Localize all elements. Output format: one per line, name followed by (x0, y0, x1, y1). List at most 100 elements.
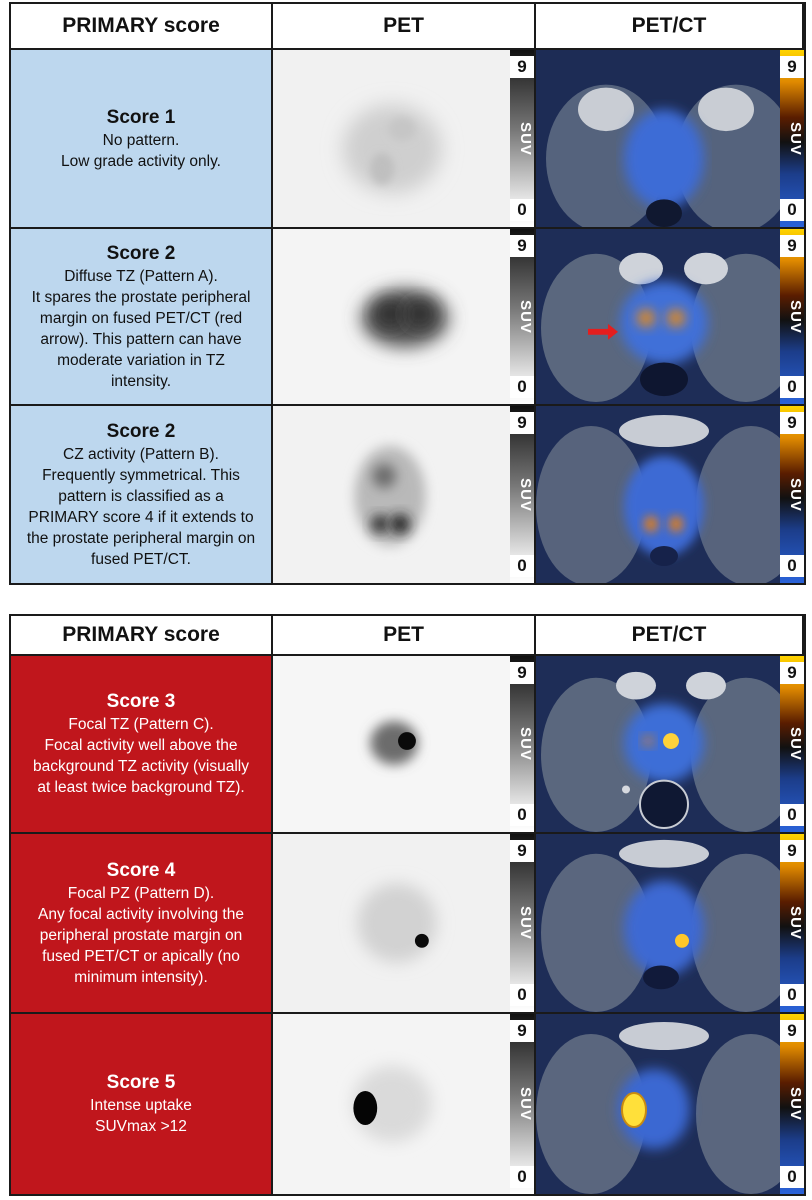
score-line: Focal TZ (Pattern C). (68, 716, 214, 733)
score-line: Intense uptake (90, 1097, 192, 1114)
score-title: Score 2 (106, 242, 176, 264)
petct-image-score-4: 9 SUV 0 (536, 834, 804, 1014)
suv-scale-color: 9 SUV 0 (780, 656, 804, 832)
pet-scan-figure (273, 50, 534, 227)
score-4-description: Score 4 Focal PZ (Pattern D). Any focal … (11, 834, 273, 1014)
score-3-description: Score 3 Focal TZ (Pattern C). Focal acti… (11, 656, 273, 834)
scale-max-label: 9 (780, 840, 804, 862)
suv-scale-color: 9 SUV 0 (780, 229, 804, 404)
scale-max-label: 9 (780, 412, 804, 434)
score-title: Score 1 (106, 106, 176, 128)
scale-min-label: 0 (780, 555, 804, 577)
score-line: minimum intensity). (74, 968, 208, 986)
suv-scale-gray: 9 SUV 0 (510, 656, 534, 832)
score-line: No pattern. (102, 131, 180, 149)
petct-scan-figure (536, 834, 804, 1012)
suv-scale-gray: 9 SUV 0 (510, 834, 534, 1012)
petct-image-score-2a: 9 SUV 0 (536, 229, 804, 406)
suspicious-score-table: PRIMARY score PET PET/CT Score 3 Focal T… (9, 614, 806, 1196)
scale-max-label: 9 (510, 412, 534, 434)
scale-max-label: 9 (780, 662, 804, 684)
score-line: intensity. (110, 372, 172, 390)
scale-max-label: 9 (780, 1020, 804, 1042)
score-line: PRIMARY score 4 if it extends to (28, 508, 254, 526)
pet-image-score-1: 9 SUV 0 (273, 50, 536, 229)
pet-scan-figure (273, 229, 534, 404)
score-line: pattern is classified as a (58, 487, 224, 505)
pet-image-score-2b: 9 SUV 0 (273, 406, 536, 583)
scale-min-label: 0 (780, 199, 804, 221)
scale-max-label: 9 (780, 56, 804, 78)
score-line: fused PET/CT or apically (no (42, 947, 240, 965)
red-arrow-icon (588, 323, 618, 340)
scale-max-label: 9 (780, 235, 804, 257)
score-line: Focal activity well above the (44, 737, 238, 754)
scale-unit-label: SUV (787, 299, 804, 334)
score-1-description: Score 1 No pattern. Low grade activity o… (11, 50, 273, 229)
petct-scan-figure (536, 656, 804, 832)
score-line: Focal PZ (Pattern D). (67, 884, 215, 902)
pet-image-score-5: 9 SUV 0 (273, 1014, 536, 1194)
scale-min-label: 0 (780, 804, 804, 826)
petct-scan-figure (536, 1014, 804, 1194)
score-5-description: Score 5 Intense uptake SUVmax >12 (11, 1014, 273, 1194)
score-title: Score 3 (106, 691, 176, 712)
score-line: SUVmax >12 (95, 1118, 187, 1135)
pet-scan-figure (273, 1014, 534, 1194)
scale-unit-label: SUV (517, 1087, 534, 1121)
suv-scale-gray: 9 SUV 0 (510, 229, 534, 404)
score-line: the prostate peripheral margin on (26, 529, 256, 547)
scale-min-label: 0 (510, 376, 534, 398)
score-title: Score 4 (106, 859, 176, 881)
scale-min-label: 0 (510, 804, 534, 826)
score-line: CZ activity (Pattern B). (63, 445, 219, 463)
scale-max-label: 9 (510, 1020, 534, 1042)
score-line: fused PET/CT. (91, 550, 191, 568)
scale-unit-label: SUV (517, 906, 534, 940)
scale-unit-label: SUV (787, 121, 804, 156)
suv-scale-gray: 9 SUV 0 (510, 1014, 534, 1194)
score-2b-description: Score 2 CZ activity (Pattern B). Frequen… (11, 406, 273, 583)
score-title: Score 2 (106, 420, 176, 442)
suv-scale-color: 9 SUV 0 (780, 1014, 804, 1194)
score-line: peripheral prostate margin on (39, 926, 243, 944)
scale-min-label: 0 (510, 1166, 534, 1188)
scale-unit-label: SUV (517, 727, 534, 761)
scale-max-label: 9 (510, 840, 534, 862)
petct-image-score-3: 9 SUV 0 (536, 656, 804, 834)
suv-scale-gray: 9 SUV 0 (510, 50, 534, 227)
scale-unit-label: SUV (517, 121, 534, 156)
suv-scale-color: 9 SUV 0 (780, 834, 804, 1012)
score-line: It spares the prostate peripheral (31, 288, 251, 306)
score-line: margin on fused PET/CT (red (39, 309, 243, 327)
scale-max-label: 9 (510, 56, 534, 78)
scale-unit-label: SUV (787, 1087, 804, 1121)
score-line: Any focal activity involving the (38, 905, 244, 923)
scale-max-label: 9 (510, 662, 534, 684)
petct-image-score-1: 9 SUV 0 (536, 50, 804, 229)
score-line: background TZ activity (visually (33, 758, 249, 775)
score-line: Low grade activity only. (61, 152, 221, 170)
scale-min-label: 0 (510, 555, 534, 577)
header-primary-score: PRIMARY score (11, 4, 273, 50)
pet-scan-figure (273, 656, 534, 832)
suv-scale-gray: 9 SUV 0 (510, 406, 534, 583)
score-line: arrow). This pattern can have (40, 330, 242, 348)
pet-scan-figure (273, 834, 534, 1012)
score-line: moderate variation in TZ (57, 351, 225, 369)
scale-unit-label: SUV (787, 727, 804, 761)
petct-scan-figure (536, 50, 804, 227)
score-line: Frequently symmetrical. This (42, 466, 240, 484)
petct-image-score-2b: 9 SUV 0 (536, 406, 804, 583)
scale-min-label: 0 (510, 199, 534, 221)
score-title: Score 5 (106, 1072, 176, 1093)
scale-min-label: 0 (510, 984, 534, 1006)
scale-min-label: 0 (780, 984, 804, 1006)
benign-score-table: PRIMARY score PET PET/CT Score 1 No patt… (9, 2, 806, 585)
petct-image-score-5: 9 SUV 0 (536, 1014, 804, 1194)
scale-unit-label: SUV (787, 906, 804, 940)
header-primary-score: PRIMARY score (11, 616, 273, 656)
header-petct: PET/CT (536, 4, 804, 50)
pet-image-score-3: 9 SUV 0 (273, 656, 536, 834)
scale-unit-label: SUV (787, 477, 804, 512)
